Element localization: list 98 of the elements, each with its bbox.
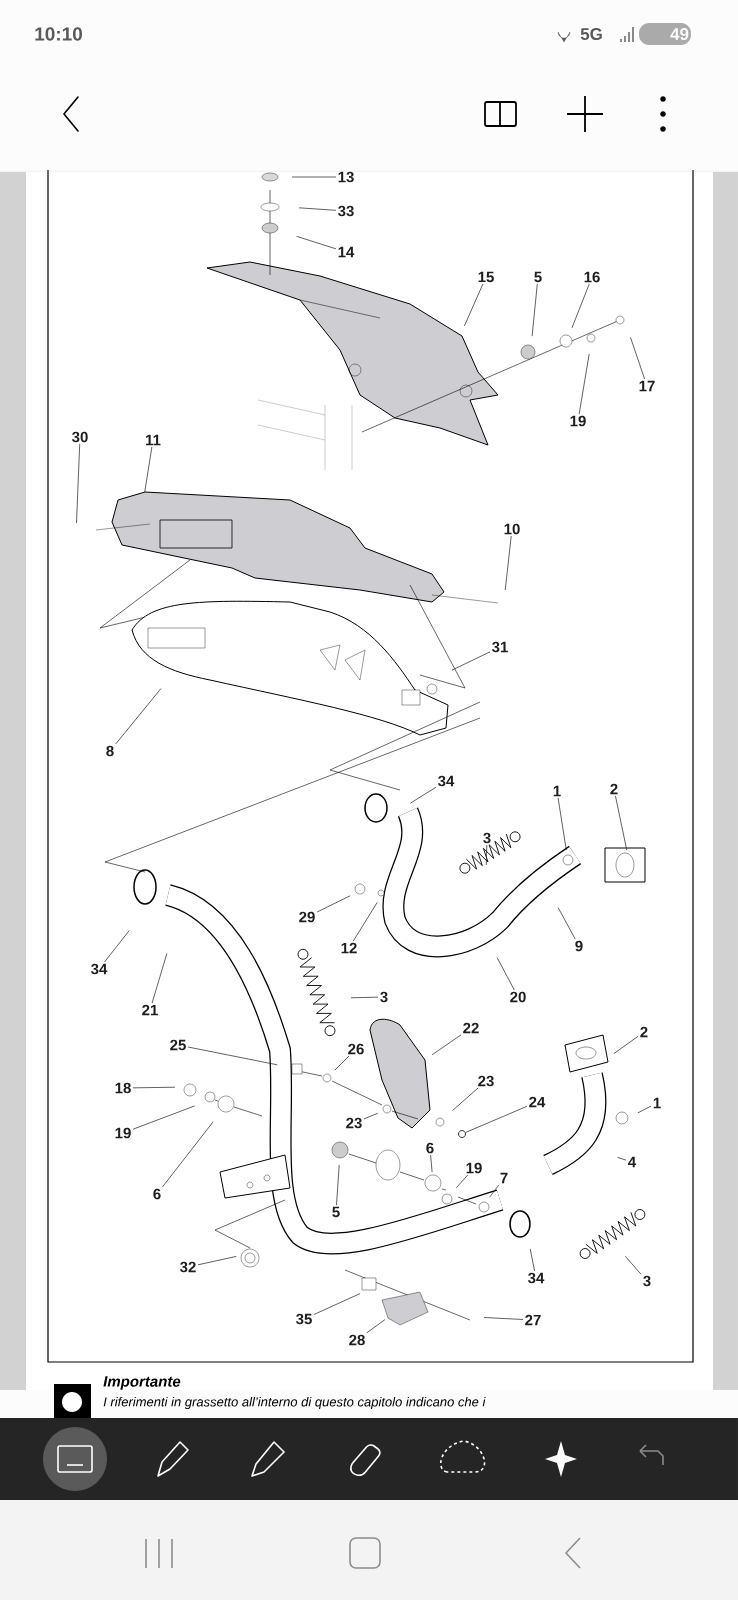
- leader-line: [366, 1319, 386, 1334]
- network-text: 5G: [580, 28, 602, 41]
- leader-line: [557, 907, 576, 940]
- callout-number: 19: [466, 1162, 482, 1174]
- leader-line: [162, 1121, 214, 1188]
- leader-line: [529, 1248, 535, 1272]
- leader-line: [76, 443, 81, 524]
- callout-number: 22: [463, 1022, 479, 1034]
- callout-number: 2: [610, 783, 618, 795]
- leader-line: [132, 1086, 176, 1089]
- leader-line: [291, 176, 337, 178]
- leader-line: [615, 795, 628, 851]
- callout-number: 3: [380, 991, 388, 1003]
- callout-number: 25: [170, 1039, 186, 1051]
- callout-number: 23: [346, 1117, 362, 1129]
- callout-number: 17: [639, 380, 655, 392]
- callout-number: 14: [338, 246, 355, 258]
- leader-line: [409, 786, 437, 804]
- callout-number: 8: [106, 745, 114, 757]
- leader-line: [132, 1105, 196, 1130]
- callout-number: 1: [553, 785, 561, 797]
- callout-number: 15: [478, 271, 494, 283]
- leader-line: [151, 953, 168, 1004]
- leader-line: [571, 283, 590, 329]
- callout-number: 4: [628, 1156, 637, 1168]
- callout-number: 19: [115, 1127, 131, 1139]
- leader-line: [451, 1087, 479, 1112]
- leader-line: [624, 1255, 642, 1275]
- callout-number: 27: [525, 1314, 541, 1326]
- callout-number: 6: [153, 1188, 161, 1200]
- callout-number: 23: [478, 1075, 494, 1087]
- callout-number: 19: [570, 415, 586, 427]
- callout-number: 3: [483, 832, 491, 844]
- leader-line: [637, 1105, 652, 1114]
- callout-number: 32: [180, 1261, 196, 1273]
- leader-line: [485, 844, 488, 866]
- leader-line: [630, 337, 645, 380]
- leader-line: [104, 930, 130, 963]
- callout-number: 28: [349, 1334, 365, 1346]
- leader-line: [336, 1164, 340, 1206]
- callout-number: 21: [142, 1004, 158, 1016]
- callout-number: 9: [575, 940, 583, 952]
- callout-number: 35: [296, 1313, 312, 1325]
- callout-number: 34: [528, 1272, 545, 1284]
- callout-number: 16: [584, 271, 600, 283]
- clock-text: 10:10: [35, 27, 82, 41]
- battery-indicator: 49: [639, 23, 691, 45]
- callout-number: 12: [341, 942, 357, 954]
- leader-line: [363, 1112, 379, 1120]
- callout-number: 30: [72, 431, 88, 443]
- leader-line: [431, 1034, 462, 1056]
- leader-line: [531, 283, 538, 337]
- leader-line: [350, 996, 379, 999]
- leader-line: [465, 1105, 528, 1133]
- callout-number: 26: [348, 1043, 364, 1055]
- callout-number: 7: [500, 1172, 508, 1184]
- leader-line: [455, 1174, 469, 1189]
- callout-number: 13: [338, 171, 354, 183]
- leader-line: [557, 797, 567, 851]
- callout-number: 29: [299, 911, 315, 923]
- leader-line: [489, 1184, 500, 1198]
- callout-number: 5: [332, 1206, 340, 1218]
- callout-number: 3: [643, 1275, 651, 1287]
- callout-number: 6: [426, 1142, 434, 1154]
- callout-number: 34: [438, 775, 455, 787]
- leader-line: [504, 535, 512, 591]
- bolt-head: [458, 1130, 466, 1138]
- leader-line: [298, 207, 337, 211]
- leader-line: [115, 688, 162, 745]
- leader-line: [296, 235, 337, 250]
- leader-line: [617, 1157, 627, 1161]
- leader-line: [144, 446, 153, 493]
- callout-number: 31: [492, 641, 508, 653]
- callout-number: 2: [640, 1026, 648, 1038]
- leader-line: [334, 1055, 350, 1071]
- leader-line: [197, 1256, 237, 1266]
- leader-line: [578, 353, 590, 415]
- leader-line: [430, 1154, 433, 1173]
- callout-number: 5: [534, 271, 542, 283]
- leader-line: [352, 902, 378, 942]
- callout-number: 24: [529, 1096, 546, 1108]
- note-text: I riferimenti in grassetto all’interno di questo capitolo indicano che i: [103, 1396, 486, 1410]
- callout-number: 1: [653, 1097, 661, 1109]
- callout-number: 11: [146, 434, 161, 446]
- leader-line: [483, 1317, 524, 1320]
- callout-number: 10: [504, 523, 520, 535]
- leader-line: [451, 651, 491, 671]
- leader-line: [496, 957, 515, 991]
- leader-line: [187, 1046, 278, 1066]
- note-heading: Importante: [103, 1376, 181, 1390]
- leader-line: [613, 1035, 639, 1054]
- callout-number: 33: [338, 205, 354, 217]
- leader-line: [464, 283, 484, 327]
- callout-number: 20: [510, 991, 526, 1003]
- leader-line: [313, 1293, 361, 1315]
- leader-line: [316, 895, 351, 913]
- callout-number: 18: [115, 1082, 131, 1094]
- callout-number: 34: [91, 963, 108, 975]
